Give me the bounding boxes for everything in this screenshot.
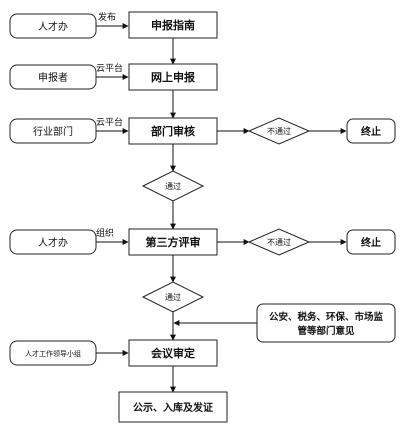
svg-text:通过: 通过 bbox=[165, 181, 181, 191]
svg-text:管等部门意见: 管等部门意见 bbox=[297, 325, 355, 337]
svg-text:公安、税务、环保、市场监: 公安、税务、环保、市场监 bbox=[269, 311, 384, 323]
node-rencaiban-1: 人才办 bbox=[9, 13, 97, 39]
node-shenbaozhe: 申报者 bbox=[9, 64, 97, 90]
node-disanfang-pingshen: 第三方评审 bbox=[128, 228, 218, 256]
node-bumen-yijian: 公安、税务、环保、市场监 管等部门意见 bbox=[256, 303, 396, 343]
svg-text:人才办: 人才办 bbox=[38, 236, 68, 249]
decision-butongguo-1: 不通过 bbox=[247, 117, 311, 145]
node-rencaiban-2: 人才办 bbox=[9, 229, 97, 255]
svg-text:终止: 终止 bbox=[361, 125, 381, 138]
svg-text:通过: 通过 bbox=[165, 292, 181, 302]
decision-tongguo-1: 通过 bbox=[141, 170, 205, 202]
decision-tongguo-2: 通过 bbox=[141, 281, 205, 313]
label-yunpingtai-1: 云平台 bbox=[96, 62, 123, 74]
svg-text:人才办: 人才办 bbox=[38, 20, 68, 33]
svg-text:公示、入库及发证: 公示、入库及发证 bbox=[133, 401, 213, 414]
label-yunpingtai-2: 云平台 bbox=[96, 116, 123, 128]
svg-text:部门审核: 部门审核 bbox=[151, 124, 195, 138]
node-rencai-xiaozu: 人才工作领导小组 bbox=[9, 340, 97, 366]
label-zuzhi: 组织 bbox=[96, 227, 114, 239]
svg-text:人才工作领导小组: 人才工作领导小组 bbox=[25, 349, 81, 358]
svg-text:不通过: 不通过 bbox=[267, 126, 291, 136]
node-wangshang-shenbao: 网上申报 bbox=[128, 63, 218, 91]
node-huiyi-shending: 会议审定 bbox=[128, 339, 218, 367]
node-gongshi: 公示、入库及发证 bbox=[118, 391, 228, 423]
terminal-zhongzhi-2: 终止 bbox=[346, 229, 396, 255]
svg-text:会议审定: 会议审定 bbox=[151, 346, 195, 360]
svg-text:第三方评审: 第三方评审 bbox=[146, 235, 201, 249]
svg-text:不通过: 不通过 bbox=[267, 237, 291, 247]
node-bumen-shenhe: 部门审核 bbox=[128, 117, 218, 145]
node-shenbao-zhinan: 申报指南 bbox=[128, 11, 218, 39]
svg-text:申报者: 申报者 bbox=[38, 71, 68, 84]
terminal-zhongzhi-1: 终止 bbox=[346, 118, 396, 144]
svg-text:网上申报: 网上申报 bbox=[151, 70, 196, 84]
decision-butongguo-2: 不通过 bbox=[247, 228, 311, 256]
node-hangye-bumen: 行业部门 bbox=[9, 118, 97, 144]
label-fabu: 发布 bbox=[98, 11, 116, 23]
svg-text:申报指南: 申报指南 bbox=[151, 18, 195, 32]
svg-text:行业部门: 行业部门 bbox=[33, 125, 73, 138]
svg-text:终止: 终止 bbox=[361, 236, 381, 249]
